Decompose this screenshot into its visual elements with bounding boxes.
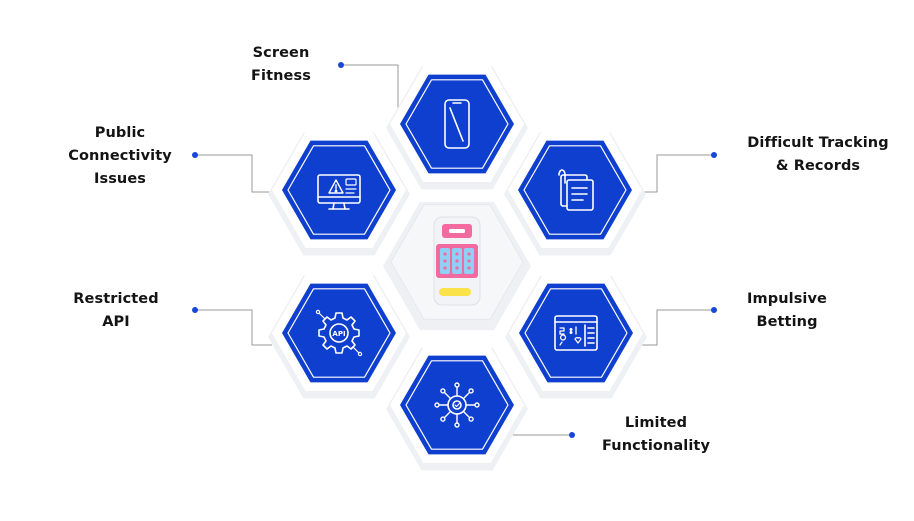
hex-inner-border-difficult-tracking [523,145,627,235]
connector-dot-screen-fitness [338,62,344,68]
hex-inner-border-public-connectivity [287,145,391,235]
connector-difficult-tracking [630,154,714,193]
connector-dot-difficult-tracking [711,152,717,158]
label-public-connectivity: Public Connectivity Issues [68,125,172,187]
hex-limited-functionality [400,355,514,455]
connector-impulsive-betting [630,309,714,346]
smartphone-icon [444,99,470,149]
connector-dot-restricted-api [192,307,198,313]
hex-public-connectivity [282,140,396,240]
slot-machine-icon [433,216,481,306]
clipboard-notes-icon [558,169,594,211]
connector-limited-functionality [512,420,572,436]
settings-network-icon [434,382,480,428]
scoreboard-icon [554,315,598,351]
hex-inner-border-limited-functionality [405,360,509,450]
connector-screen-fitness [341,64,399,108]
label-restricted-api: Restricted API [73,291,159,330]
label-limited-functionality: Limited Functionality [601,415,711,454]
connector-dot-limited-functionality [569,432,575,438]
hex-inner-border-impulsive-betting [524,288,628,378]
hex-inner-border-restricted-api [287,288,391,378]
hex-restricted-api [282,283,396,383]
connector-dots [192,62,717,438]
label-impulsive-betting: Impulsive Betting [747,291,827,330]
monitor-warning-icon [317,174,361,210]
connector-restricted-api [195,309,272,346]
connector-public-connectivity [195,154,272,193]
connectors [195,64,714,436]
label-screen-fitness: Screen Fitness [251,45,311,84]
connector-dot-public-connectivity [192,152,198,158]
hex-inner-border-screen-fitness [405,79,509,169]
connector-dot-impulsive-betting [711,307,717,313]
api-gear-icon: API [315,309,363,357]
label-difficult-tracking: Difficult Tracking & Records [747,135,889,174]
svg-text:API: API [332,330,345,338]
